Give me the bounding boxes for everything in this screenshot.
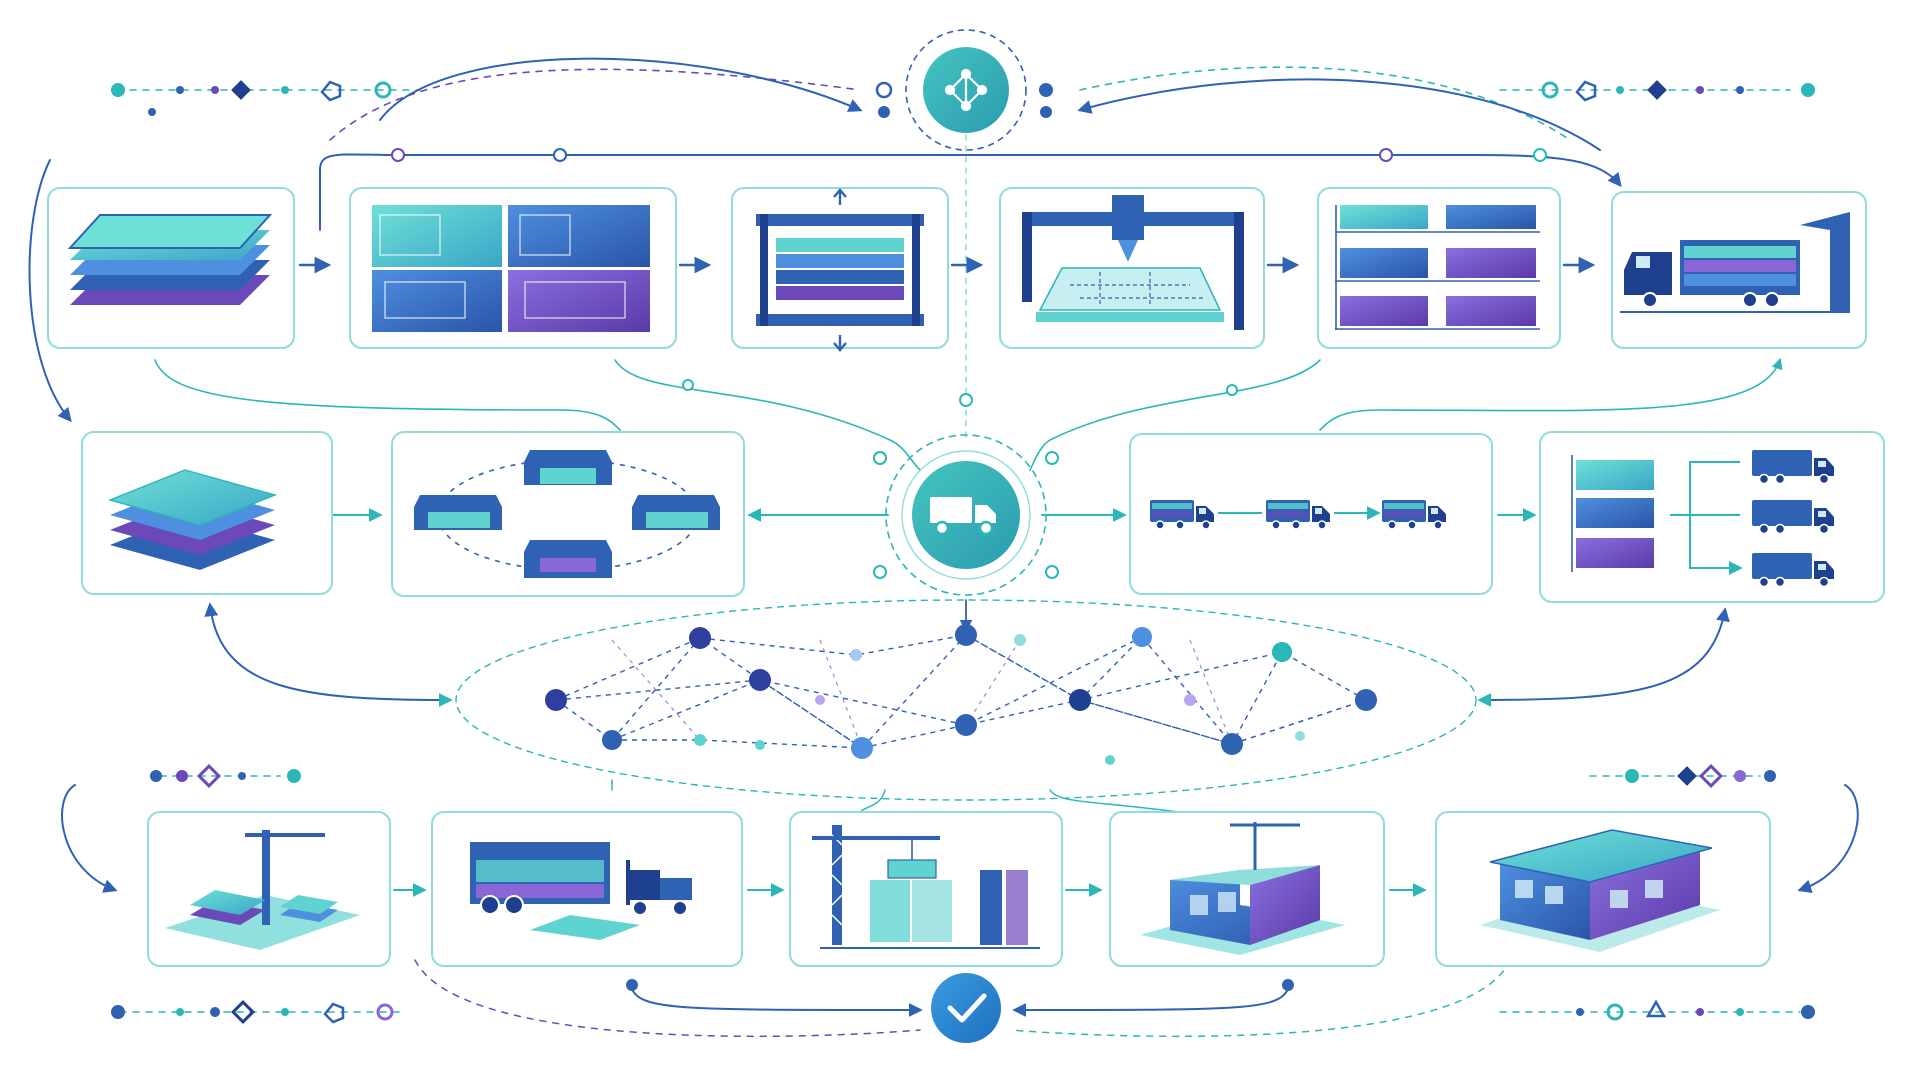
stage-card-press[interactable] bbox=[731, 187, 949, 352]
checkmark-icon bbox=[947, 993, 987, 1023]
stage-card-cnc-cutting[interactable] bbox=[999, 187, 1265, 349]
stage-card-site-crane[interactable] bbox=[147, 811, 391, 967]
stage-card-panel-layout[interactable] bbox=[349, 187, 677, 349]
stage-card-finished-building[interactable] bbox=[1435, 811, 1771, 967]
network-hub[interactable] bbox=[923, 47, 1009, 133]
stage-card-truck-loading[interactable] bbox=[1611, 191, 1867, 349]
panel-stack-icon bbox=[67, 214, 273, 305]
finished-house-icon bbox=[1480, 829, 1720, 952]
building-assembly-icon bbox=[1140, 822, 1345, 955]
cnc-gantry-icon bbox=[1022, 195, 1244, 330]
network-nodes-icon bbox=[944, 68, 988, 112]
stage-card-fleet-dispatch[interactable] bbox=[1539, 431, 1885, 603]
stage-card-unloading[interactable] bbox=[431, 811, 743, 967]
panel-layout-grid-icon bbox=[372, 205, 650, 332]
stage-card-pallet-stock[interactable] bbox=[81, 431, 333, 595]
crane-wall-erection-icon bbox=[812, 825, 1040, 949]
stage-card-wall-erection[interactable] bbox=[789, 811, 1063, 967]
storage-rack-icon bbox=[1335, 205, 1540, 330]
truck-convoy-icon bbox=[1149, 499, 1447, 530]
connector-lines bbox=[28, 29, 1859, 1038]
approval-hub[interactable] bbox=[931, 973, 1001, 1043]
stage-card-truck-convoy[interactable] bbox=[1129, 433, 1493, 595]
stage-card-assembly[interactable] bbox=[1109, 811, 1385, 967]
logistics-hub[interactable] bbox=[912, 461, 1020, 569]
panel-press-icon bbox=[756, 188, 924, 352]
tower-crane-site-icon bbox=[165, 830, 360, 950]
fleet-dispatch-icon bbox=[1571, 449, 1835, 588]
truck-loading-dock-icon bbox=[1620, 212, 1850, 313]
truck-forklift-icon bbox=[470, 842, 692, 940]
decorative-dot-trails bbox=[111, 80, 1815, 1025]
pallet-stack-icon bbox=[107, 469, 278, 570]
warehouse-network-icon bbox=[414, 450, 720, 578]
stage-card-warehouse-distribution[interactable] bbox=[391, 431, 745, 597]
stage-card-panel-stack[interactable] bbox=[47, 187, 295, 349]
delivery-truck-icon bbox=[930, 497, 996, 536]
network-graph bbox=[545, 624, 1377, 765]
stage-card-storage-racks[interactable] bbox=[1317, 187, 1561, 349]
